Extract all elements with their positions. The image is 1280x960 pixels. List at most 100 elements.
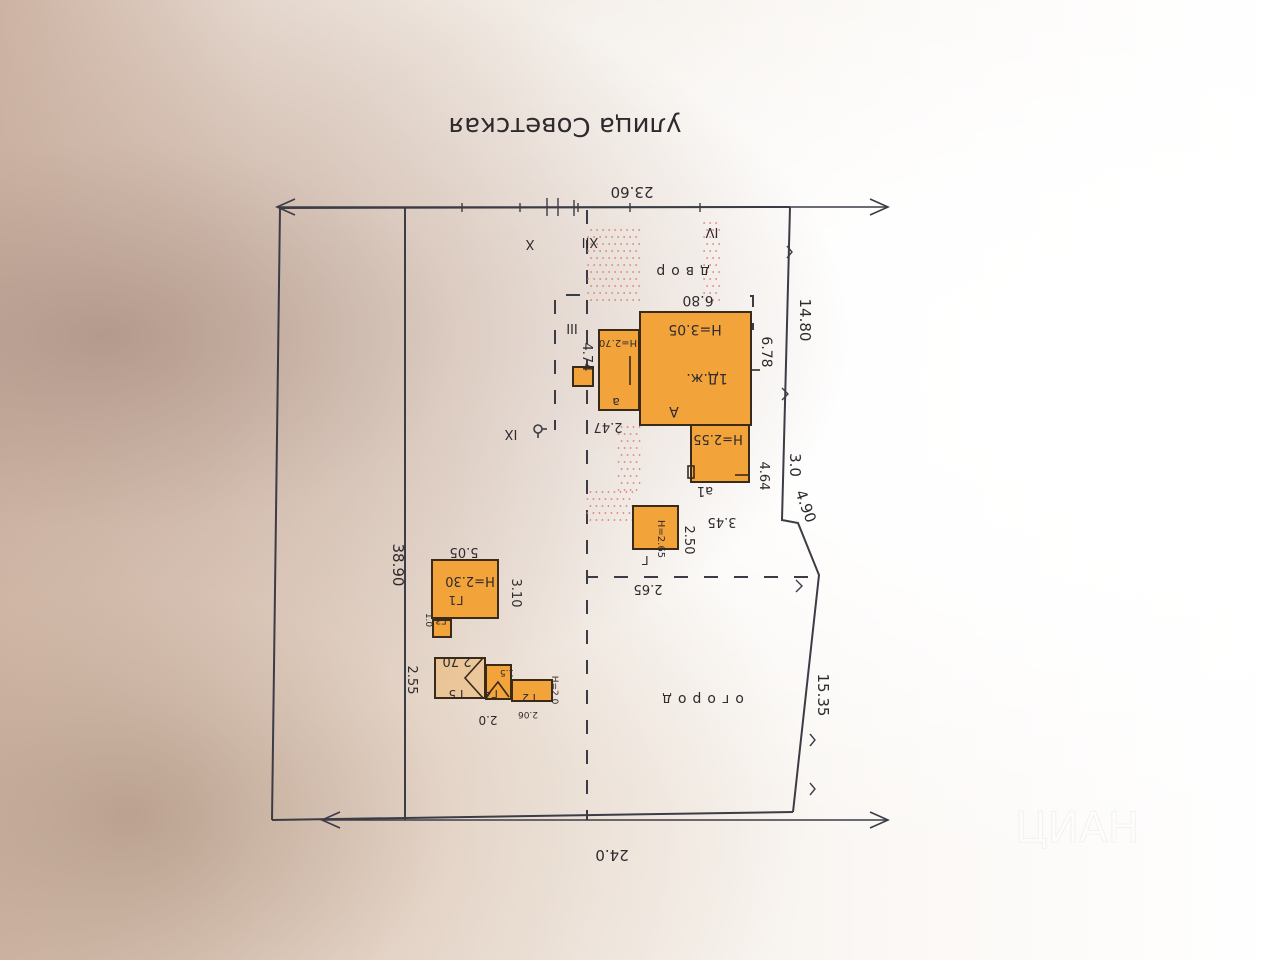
dot: [632, 229, 635, 231]
dot: [617, 278, 620, 280]
dot: [632, 257, 635, 259]
dot: [590, 243, 593, 245]
dot: [596, 271, 599, 273]
dot: [620, 271, 623, 273]
roman-mark-4: III: [566, 320, 578, 335]
dot: [623, 447, 626, 449]
dot: [623, 475, 626, 477]
dim-left-length: 38.90: [389, 544, 407, 587]
dot: [629, 461, 632, 463]
dot: [614, 299, 617, 301]
dot: [623, 250, 626, 252]
dot: [718, 271, 721, 273]
dot: [587, 250, 590, 252]
dot: [595, 491, 598, 493]
dot: [614, 271, 617, 273]
dot: [620, 440, 623, 442]
dot: [632, 468, 635, 470]
dim-top-width: 23.60: [611, 183, 654, 201]
dot: [607, 491, 610, 493]
dot: [604, 512, 607, 514]
shed-g1-w2: 3.10: [508, 579, 523, 608]
dot: [712, 243, 715, 245]
dot: [599, 292, 602, 294]
dot: [631, 491, 634, 493]
roman-mark-1: IV: [706, 224, 719, 239]
dot: [614, 257, 617, 259]
annex-a1-height: H=2.55: [693, 431, 743, 446]
dot: [635, 236, 638, 238]
dot: [626, 243, 629, 245]
dot: [613, 519, 616, 521]
shed-g-w1: 2.50: [681, 526, 696, 555]
dot: [620, 285, 623, 287]
dot: [625, 491, 628, 493]
dot: [622, 512, 625, 514]
dot: [602, 285, 605, 287]
dot: [715, 236, 718, 238]
dot: [589, 491, 592, 493]
dot: [590, 285, 593, 287]
annex-a1-depth: 4.64: [756, 462, 771, 491]
dot: [605, 236, 608, 238]
dot: [620, 454, 623, 456]
dot: [601, 519, 604, 521]
dot: [712, 229, 715, 231]
dot: [718, 299, 721, 301]
dot: [614, 243, 617, 245]
dot: [706, 243, 709, 245]
g5-letter: Г5: [449, 687, 464, 701]
dot: [611, 278, 614, 280]
dot: [629, 264, 632, 266]
dot: [589, 519, 592, 521]
main-house: [639, 311, 752, 426]
shed-g1-letter: Г1: [449, 593, 464, 607]
dot: [626, 299, 629, 301]
dot: [635, 433, 638, 435]
dot: [626, 257, 629, 259]
dot: [706, 299, 709, 301]
boundary-chevrons: [781, 245, 816, 796]
dot: [635, 489, 638, 491]
dim-right-upper: 14.80: [796, 299, 814, 342]
dot: [613, 491, 616, 493]
dot: [620, 257, 623, 259]
dot: [592, 498, 595, 500]
dot: [628, 498, 631, 500]
house-width: 6.80: [682, 292, 713, 308]
dot: [706, 257, 709, 259]
dot: [629, 292, 632, 294]
house-use: 1Д.ж.: [686, 370, 727, 386]
dot: [718, 243, 721, 245]
dot: [629, 433, 632, 435]
dot: [602, 299, 605, 301]
dot: [709, 236, 712, 238]
dot: [715, 264, 718, 266]
zone-yard: двор: [650, 263, 709, 279]
dim-right-offset: 3.0: [786, 453, 804, 477]
dot: [614, 285, 617, 287]
dot: [617, 447, 620, 449]
dot: [638, 299, 641, 301]
zone-lines: [554, 210, 808, 820]
porch: [572, 366, 594, 387]
dot: [638, 440, 641, 442]
dot: [617, 264, 620, 266]
shed-g1-height: H=2.30: [445, 573, 495, 588]
g2-label2: 2.06: [518, 709, 538, 719]
dot: [626, 285, 629, 287]
dot: [593, 264, 596, 266]
dot: [626, 468, 629, 470]
dot: [620, 243, 623, 245]
dot: [623, 433, 626, 435]
dot: [638, 271, 641, 273]
dot: [638, 229, 641, 231]
dot: [587, 278, 590, 280]
dot: [629, 447, 632, 449]
dot: [703, 264, 706, 266]
dot: [709, 250, 712, 252]
dot: [592, 512, 595, 514]
dim-right-diagonal: 4.90: [792, 488, 820, 526]
dot: [623, 292, 626, 294]
dot: [608, 299, 611, 301]
